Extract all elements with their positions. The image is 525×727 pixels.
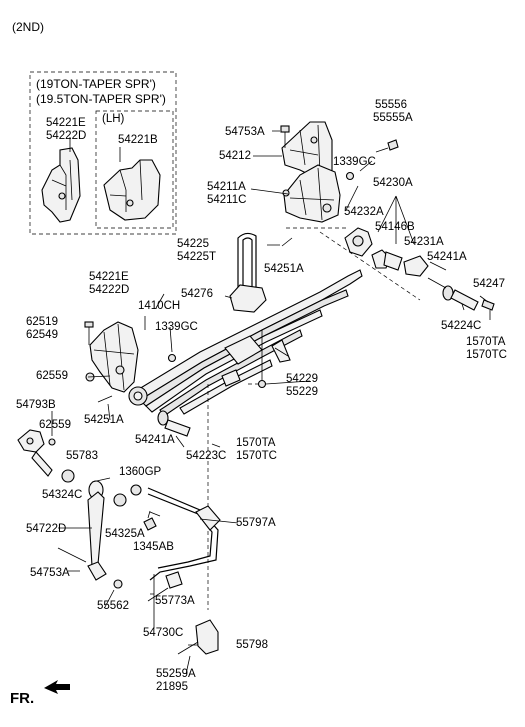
label-54247: 54247 <box>473 278 505 290</box>
label-54212: 54212 <box>219 150 251 162</box>
stabilizer-link-54722D <box>87 491 107 581</box>
nut-1339GC-mid <box>167 353 177 363</box>
label-54251A-bottom: 54251A <box>84 414 124 426</box>
label-54231A: 54231A <box>404 236 444 248</box>
label-54324C: 54324C <box>42 489 83 501</box>
link-54793B <box>17 429 53 477</box>
pin-54223C <box>164 419 191 437</box>
inset-lh-box <box>95 110 174 229</box>
variant-header: (2ND) <box>12 20 44 34</box>
label-1339GC-mid: 1339GC <box>155 321 198 333</box>
label-54241A-right: 54241A <box>427 251 467 263</box>
label-54753A-bottom: 54753A <box>30 567 70 579</box>
label-54223C: 54223C <box>186 450 227 462</box>
label-54753A-top: 54753A <box>225 126 265 138</box>
stabilizer-bar <box>147 487 221 581</box>
label-54211C: 54211C <box>207 194 247 206</box>
label-54229: 54229 <box>286 373 318 385</box>
label-55783: 55783 <box>66 450 98 462</box>
label-54221E-a: 54221E <box>46 117 86 129</box>
inset-box <box>29 71 177 235</box>
nut-1345AB <box>143 517 157 531</box>
label-54232A: 54232A <box>344 206 384 218</box>
leader-lines <box>51 130 489 675</box>
clamp-55798 <box>195 619 219 655</box>
label-1360GP: 1360GP <box>119 466 162 478</box>
label-54276: 54276 <box>181 288 213 300</box>
bolt-54753A-top <box>280 125 290 148</box>
label-55562: 55562 <box>97 600 129 612</box>
label-62549: 62549 <box>26 329 58 341</box>
bushing-55773A <box>165 571 183 589</box>
bolt-55556 <box>375 139 399 153</box>
grease-nipple-54247 <box>481 299 495 311</box>
label-54225T: 54225T <box>177 251 217 263</box>
label-62519: 62519 <box>26 316 58 328</box>
bump-stopper-54276 <box>229 284 267 313</box>
nut-55562 <box>113 579 123 589</box>
label-54221B: 54221B <box>118 134 158 146</box>
front-direction-label: FR. <box>10 690 35 707</box>
inset-title-line1: (19TON-TAPER SPR') <box>36 77 156 91</box>
spring-hanger-54211A <box>282 164 341 223</box>
label-54230A: 54230A <box>373 177 413 189</box>
u-bolt-54225 <box>237 232 257 300</box>
label-54251A-top: 54251A <box>264 263 304 275</box>
inset-title-line2: (19.5TON-TAPER SPR') <box>36 92 166 106</box>
label-54211A: 54211A <box>207 181 246 193</box>
leaf-spring <box>128 269 363 417</box>
label-1570TA-right: 1570TA <box>466 336 506 348</box>
label-1410CH: 1410CH <box>138 300 181 312</box>
nut-1339GC-top <box>345 171 355 181</box>
inset-bracket-rh <box>41 147 81 223</box>
shackle-assembly <box>344 227 429 277</box>
label-54793B: 54793B <box>16 399 56 411</box>
bolt-54753A-bottom <box>57 547 87 563</box>
inset-lh-note: (LH) <box>102 113 125 125</box>
nut-62559-b <box>48 438 56 446</box>
label-1339GC-top: 1339GC <box>333 156 376 168</box>
label-1345AB: 1345AB <box>133 541 174 553</box>
label-54224C: 54224C <box>441 320 482 332</box>
bolt-54251A-bottom <box>97 395 113 403</box>
label-21895: 21895 <box>156 681 188 693</box>
bushing-54241A-bottom <box>157 410 169 426</box>
label-55773A: 55773A <box>155 595 195 607</box>
label-54241A-bottom: 54241A <box>135 434 175 446</box>
label-54222D-a: 54222D <box>46 130 87 142</box>
bolt-62519 <box>84 321 94 328</box>
washer-54324C <box>61 469 75 483</box>
label-54730C: 54730C <box>143 627 184 639</box>
label-54221E-b: 54221E <box>89 271 129 283</box>
label-55798: 55798 <box>236 639 268 651</box>
nut-1360GP <box>130 484 142 496</box>
label-55797A: 55797A <box>236 517 276 529</box>
washer-54325A <box>113 493 127 507</box>
label-55229: 55229 <box>286 386 318 398</box>
front-direction-arrow-icon <box>44 680 70 694</box>
inset-bracket-lh <box>103 159 161 221</box>
label-54225: 54225 <box>177 238 209 250</box>
label-55555A: 55555A <box>373 112 413 124</box>
label-54325A: 54325A <box>105 528 145 540</box>
front-hanger-54221E <box>89 321 139 393</box>
label-54146B: 54146B <box>375 221 415 233</box>
label-1570TC-right: 1570TC <box>466 349 507 361</box>
label-55556: 55556 <box>375 99 407 111</box>
pin-54224C <box>450 289 479 311</box>
label-54722D: 54722D <box>26 523 67 535</box>
label-54222D-b: 54222D <box>89 284 130 296</box>
label-62559-b: 62559 <box>39 419 71 431</box>
label-1570TA-mid: 1570TA <box>236 437 276 449</box>
label-62559-left: 62559 <box>36 370 68 382</box>
bolt-55259A <box>177 641 199 655</box>
nut-54229 <box>257 379 267 389</box>
bolt-54251A-top <box>281 237 293 247</box>
label-1570TC-mid: 1570TC <box>236 450 277 462</box>
label-55259A: 55259A <box>156 668 196 680</box>
